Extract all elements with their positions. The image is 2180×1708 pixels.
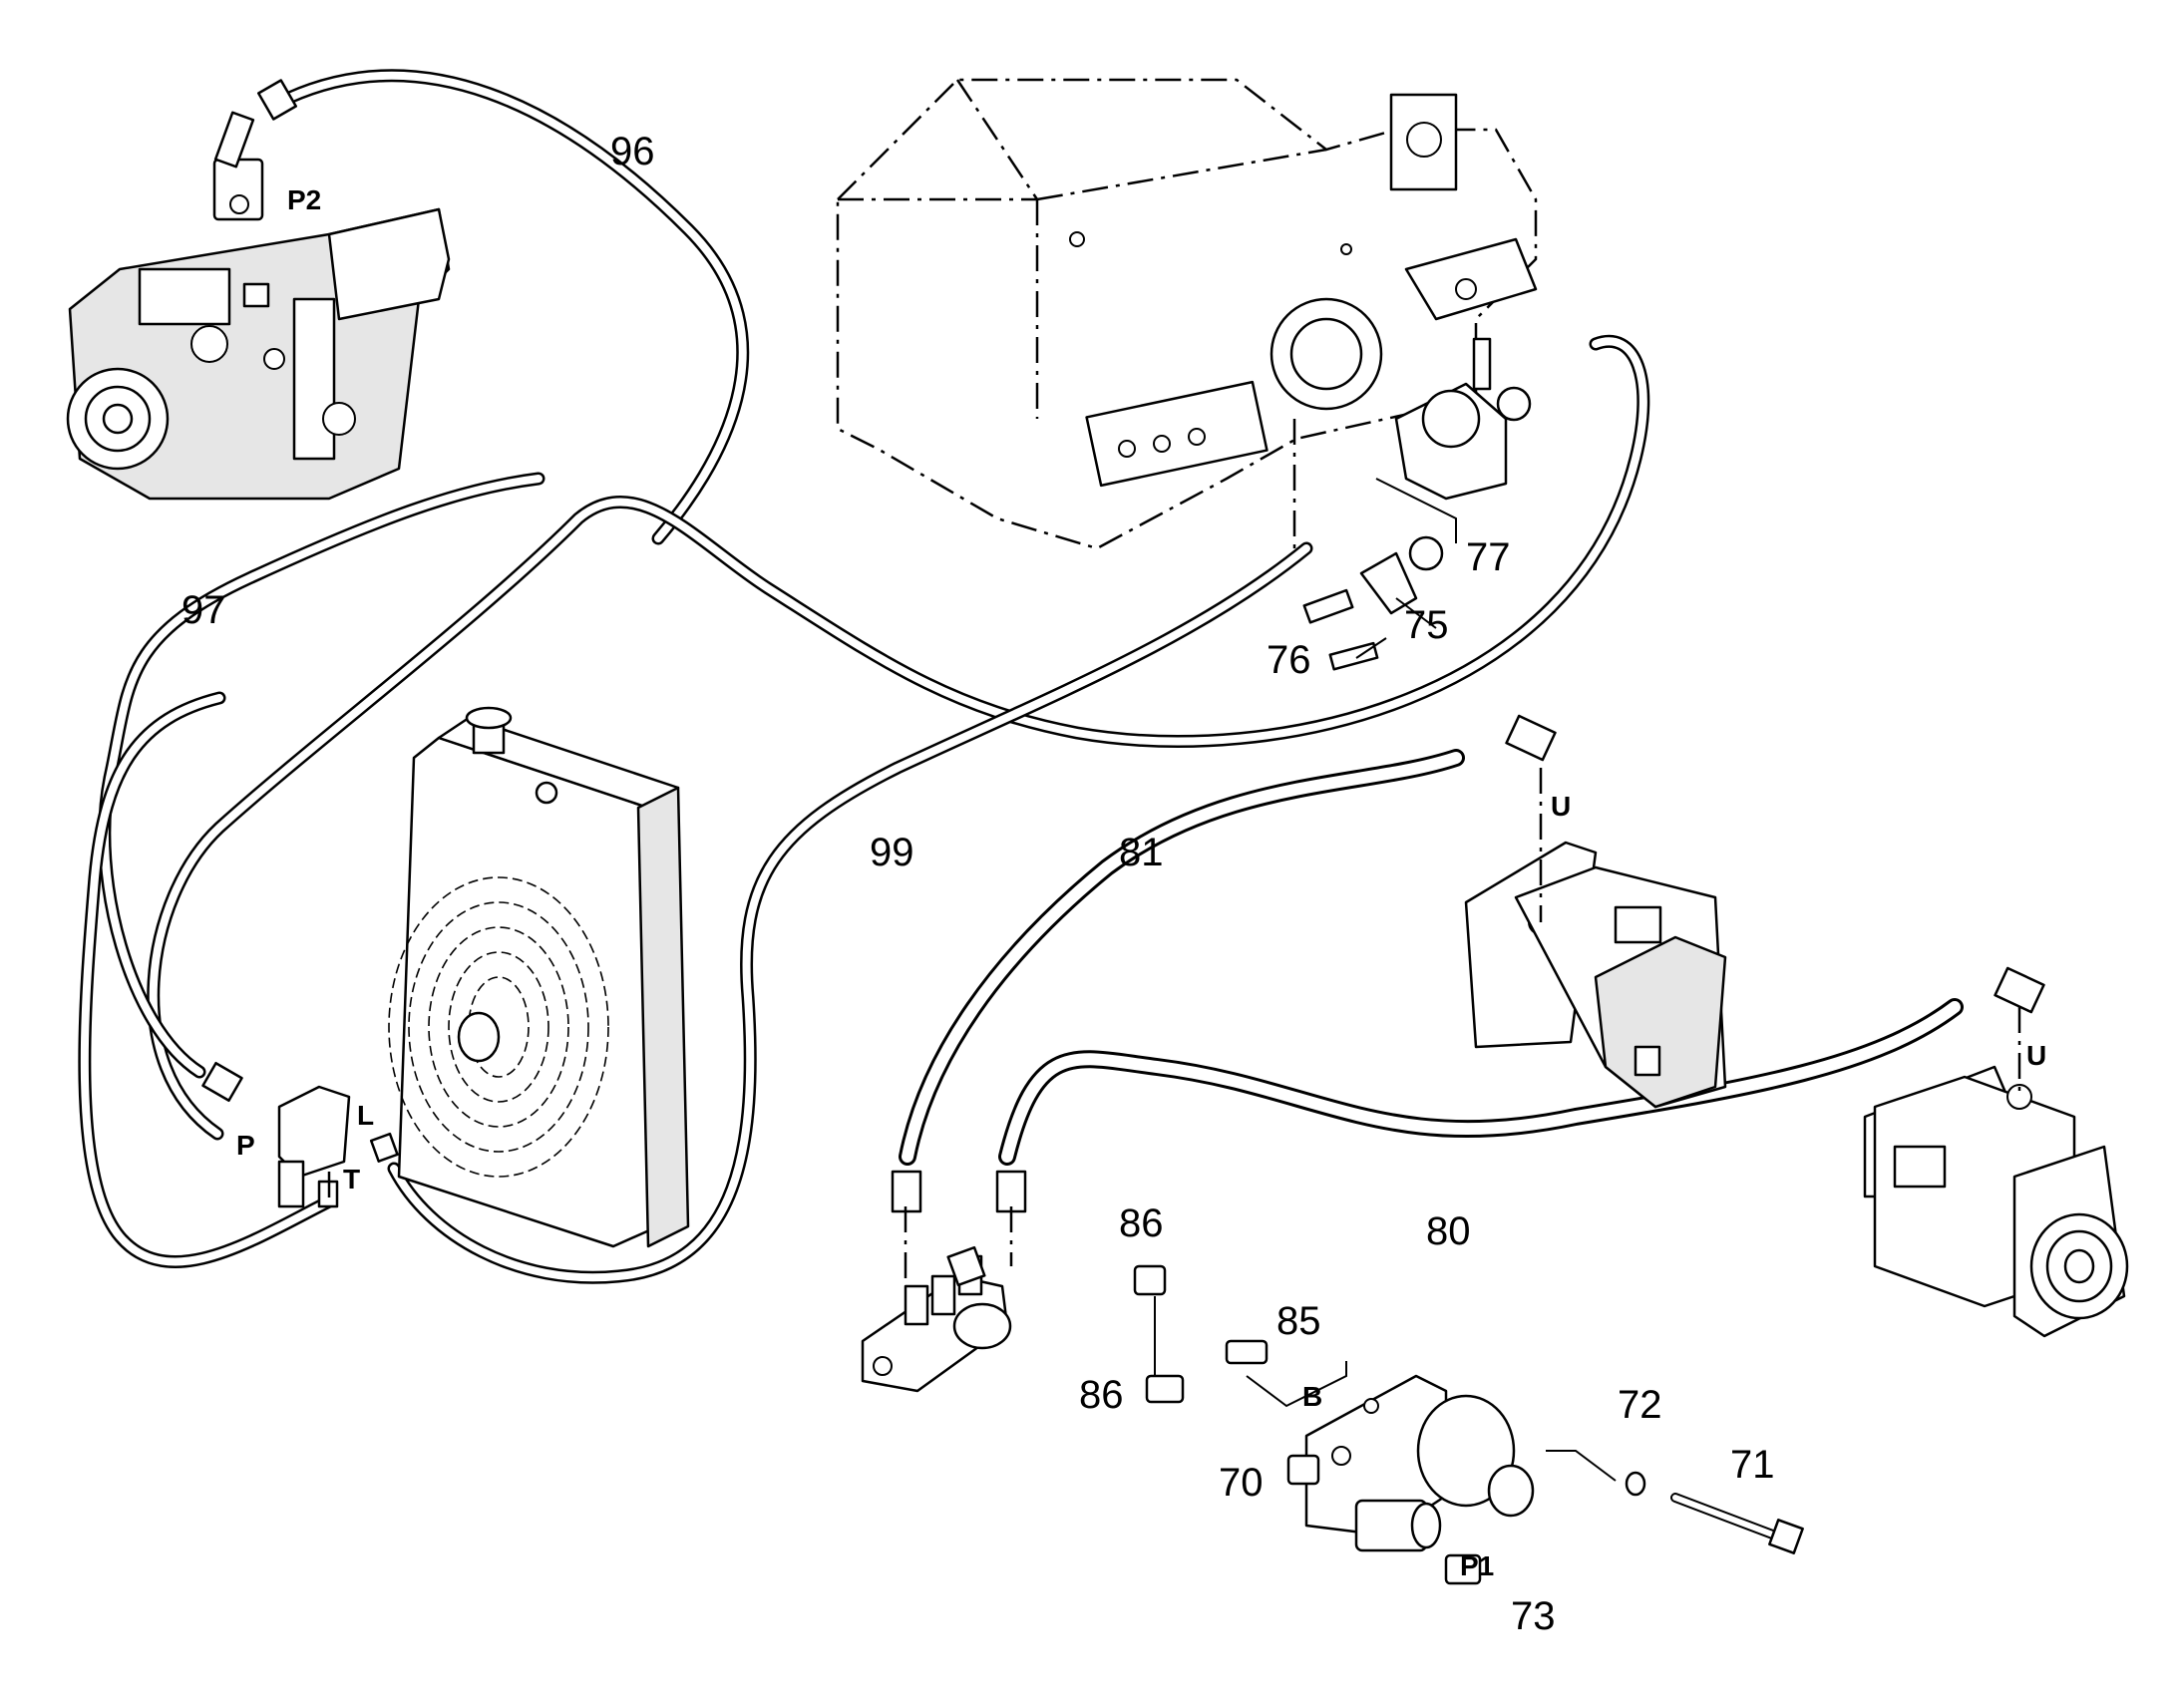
hydraulic-motor-icon-2 xyxy=(1863,1065,2129,1338)
hose-80 xyxy=(998,998,1964,1166)
hydraulic-pump-icon xyxy=(66,79,451,501)
hose-99 xyxy=(387,541,1313,1284)
engine-block-icon xyxy=(836,78,1538,550)
bolt-76 xyxy=(1328,641,1379,671)
callout-85: 85 xyxy=(1276,1299,1321,1343)
port-label-p1: P1 xyxy=(1460,1550,1494,1581)
callout-75: 75 xyxy=(1404,603,1449,647)
callout-72: 72 xyxy=(1618,1383,1662,1427)
filter-bracket xyxy=(1302,337,1532,671)
callout-81: 81 xyxy=(1119,831,1164,874)
hose-81 xyxy=(899,749,1465,1166)
callout-97: 97 xyxy=(182,588,226,632)
hose-96 xyxy=(282,69,750,545)
hose-97 xyxy=(147,334,1650,1141)
hose-97-return xyxy=(98,472,545,1079)
clamp-75 xyxy=(1359,551,1418,615)
port-label-b: B xyxy=(1302,1381,1322,1412)
washer-72 xyxy=(1625,1471,1646,1497)
elbow-fitting-u1 xyxy=(1505,714,1557,762)
callout-77: 77 xyxy=(1466,535,1511,579)
o-ring-77 xyxy=(1408,535,1444,571)
fitting-73 xyxy=(1444,1553,1482,1585)
manifold-block xyxy=(861,1170,1027,1393)
callout-73: 73 xyxy=(1511,1594,1556,1638)
fitting-86-bottom xyxy=(1145,1374,1185,1404)
callout-86-bottom: 86 xyxy=(1079,1373,1124,1417)
port-label-u2: U xyxy=(2026,1040,2046,1071)
oil-cooler-fan-icon xyxy=(388,706,690,1248)
tee-85 xyxy=(1225,1339,1269,1365)
callout-80: 80 xyxy=(1426,1209,1471,1253)
callout-70: 70 xyxy=(1219,1461,1264,1505)
callout-99: 99 xyxy=(870,831,914,874)
port-label-p: P xyxy=(236,1130,255,1161)
callout-96: 96 xyxy=(610,130,655,173)
hydraulic-motor-icon xyxy=(1464,841,1727,1109)
port-label-l: L xyxy=(357,1100,374,1131)
port-labels: P2 P L T U U B P1 xyxy=(236,184,2046,1581)
port-label-p2: P2 xyxy=(287,184,321,215)
hose-outer-loop xyxy=(78,691,336,1268)
bolt-71-head xyxy=(1768,1519,1804,1554)
callout-labels: 96 97 99 81 80 77 75 76 86 86 85 72 71 7… xyxy=(182,130,1775,1638)
port-label-u1: U xyxy=(1551,791,1571,822)
fitting-86-top xyxy=(1133,1264,1167,1296)
valve-block-icon xyxy=(1133,1264,1804,1585)
port-label-t: T xyxy=(343,1164,360,1195)
cooler-port-block xyxy=(201,1061,399,1208)
elbow-fitting-u2 xyxy=(1994,966,2045,1014)
dashed-connection-lines xyxy=(327,419,2021,1286)
callout-71: 71 xyxy=(1730,1443,1775,1487)
sensor-76 xyxy=(1302,588,1354,624)
callout-86-top: 86 xyxy=(1119,1201,1164,1245)
callout-76: 76 xyxy=(1267,638,1311,682)
